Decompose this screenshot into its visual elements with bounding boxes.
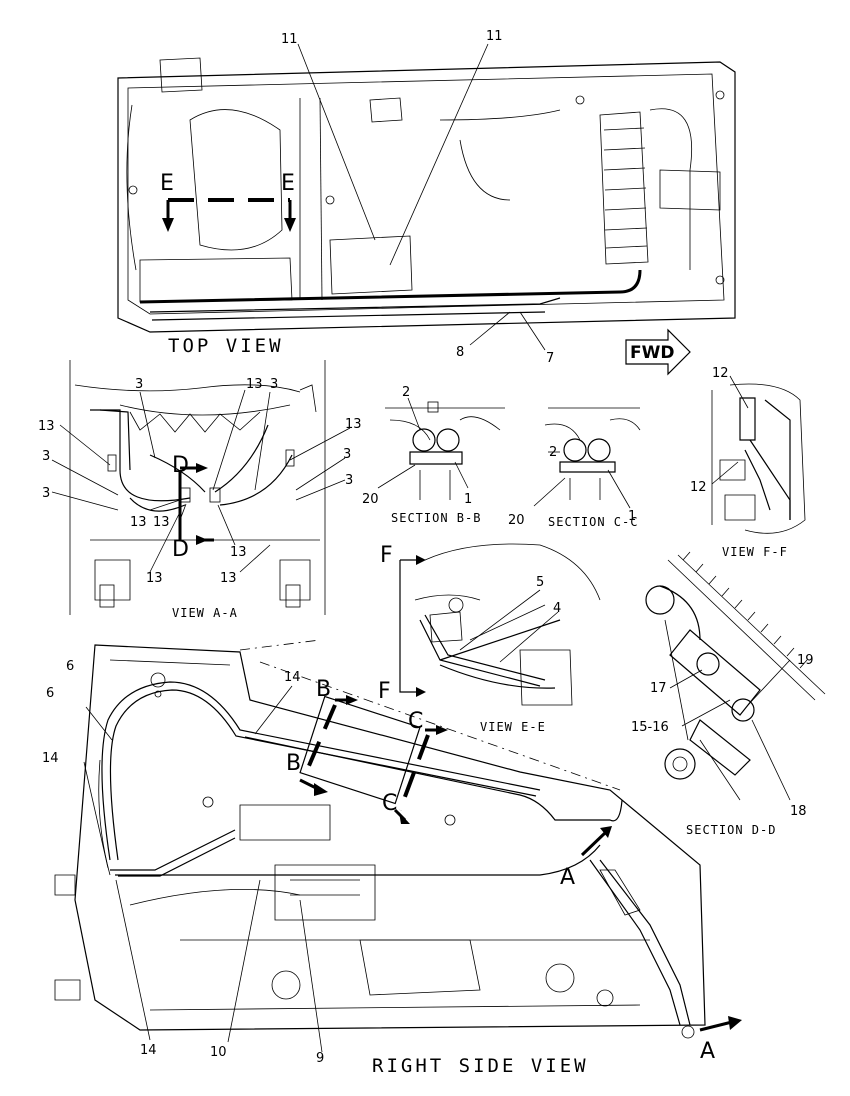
callout-13-bottom-right: 13 (220, 571, 237, 586)
callout-4: 4 (553, 601, 561, 616)
callout-13-top: 13 (246, 377, 263, 392)
callout-12-top: 12 (712, 366, 729, 381)
callout-2-section-b: 2 (402, 385, 410, 400)
callout-6-top: 6 (66, 659, 74, 674)
callout-5: 5 (536, 575, 544, 590)
section-d-d-title: SECTION D-D (686, 823, 776, 837)
view-f-f-title: VIEW F-F (722, 545, 788, 559)
section-marker-b-bottom: B (286, 751, 301, 776)
section-marker-c-bottom: C (382, 791, 397, 816)
callout-19: 19 (797, 653, 814, 668)
callout-13-mid: 13 (153, 515, 170, 530)
section-b-b-title: SECTION B-B (391, 511, 481, 525)
section-marker-d-top: D (172, 453, 189, 478)
callout-11-left: 11 (281, 32, 298, 47)
callout-3-top-right: 3 (270, 377, 278, 392)
section-marker-e-right: E (281, 171, 295, 196)
callout-3-right-1: 3 (343, 447, 351, 462)
section-marker-b-top: B (316, 677, 331, 702)
callout-8: 8 (456, 345, 464, 360)
callout-14-left: 14 (42, 751, 59, 766)
callout-17: 17 (650, 681, 667, 696)
fwd-arrow-icon (625, 328, 691, 376)
callout-18: 18 (790, 804, 807, 819)
view-e-e-title: VIEW E-E (480, 720, 546, 734)
callout-20-section-b: 20 (362, 492, 379, 507)
callout-1-section-b: 1 (464, 492, 472, 507)
view-a-a-title: VIEW A-A (172, 606, 238, 620)
callout-9: 9 (316, 1051, 324, 1066)
callout-3-left-1: 3 (42, 449, 50, 464)
view-a-a (51, 360, 351, 615)
section-marker-d-bottom: D (172, 537, 189, 562)
callout-3-right-2: 3 (345, 473, 353, 488)
callout-14-bottom: 14 (140, 1043, 157, 1058)
section-marker-f-bottom: F (378, 679, 391, 704)
right-side-view (54, 639, 742, 1053)
fwd-label: FWD (630, 343, 674, 363)
callout-13-right: 13 (345, 417, 362, 432)
callout-10: 10 (210, 1045, 227, 1060)
section-marker-a-bottom: A (700, 1039, 715, 1064)
callout-2-section-c: 2 (549, 445, 557, 460)
view-e-e (399, 543, 601, 706)
section-marker-f-top: F (380, 543, 393, 568)
callout-13-bottom-left: 13 (146, 571, 163, 586)
view-f-f (711, 375, 806, 534)
callout-14-top: 14 (284, 670, 301, 685)
section-b-b (377, 397, 505, 500)
section-marker-e-left: E (160, 171, 174, 196)
callout-13-mid-left: 13 (130, 515, 147, 530)
section-marker-c-top: C (408, 709, 423, 734)
callout-6-bottom: 6 (46, 686, 54, 701)
section-marker-a-top: A (560, 865, 575, 890)
section-c-c (533, 407, 641, 509)
top-view (117, 43, 736, 351)
callout-1-section-c: 1 (628, 509, 636, 524)
section-c-c-title: SECTION C-C (548, 515, 638, 529)
callout-13-left: 13 (38, 419, 55, 434)
callout-7: 7 (546, 351, 554, 366)
callout-13-mid-right: 13 (230, 545, 247, 560)
callout-3-top-left: 3 (135, 377, 143, 392)
callout-11-right: 11 (486, 29, 503, 44)
callout-15-16: 15-16 (631, 720, 669, 735)
section-d-d (645, 551, 826, 801)
right-side-view-title: RIGHT SIDE VIEW (372, 1055, 589, 1077)
callout-3-left-2: 3 (42, 486, 50, 501)
top-view-title: TOP VIEW (168, 335, 284, 357)
callout-20-section-c: 20 (508, 513, 525, 528)
callout-12-bottom: 12 (690, 480, 707, 495)
